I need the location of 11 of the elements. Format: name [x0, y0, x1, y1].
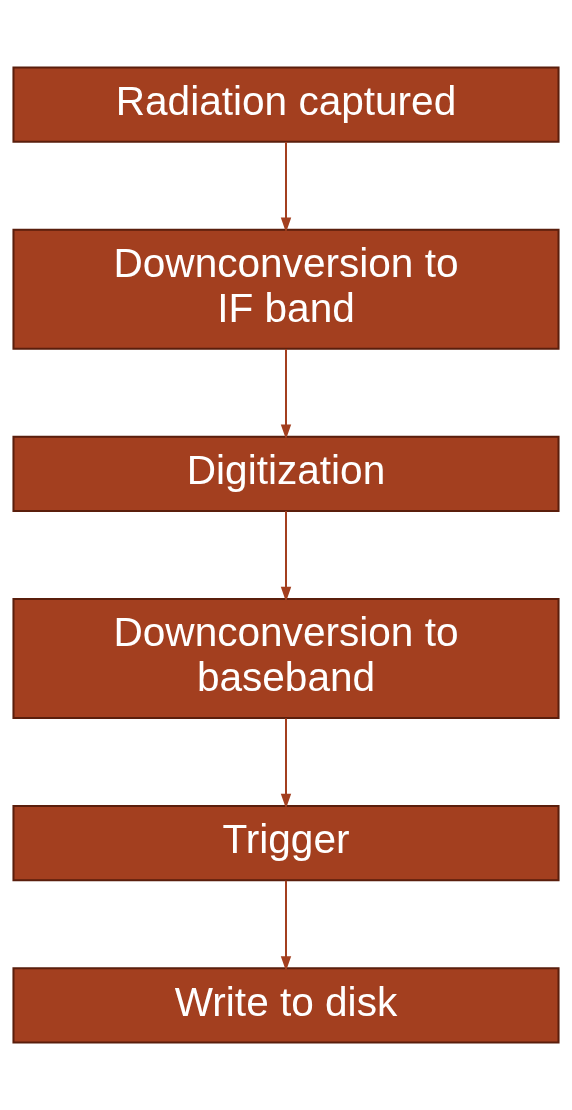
arrow [280, 349, 292, 440]
node-box: Downconversion to baseband [12, 597, 560, 719]
arrow [280, 880, 292, 972]
node-box: Trigger [12, 804, 560, 882]
node-box: Downconversion to IF band [12, 228, 560, 350]
node-box: Write to disk [12, 967, 560, 1044]
arrow [280, 511, 292, 602]
arrow [280, 141, 292, 233]
node-box: Digitization [12, 435, 560, 513]
node-box: Radiation captured [12, 66, 560, 143]
arrow [280, 718, 292, 809]
